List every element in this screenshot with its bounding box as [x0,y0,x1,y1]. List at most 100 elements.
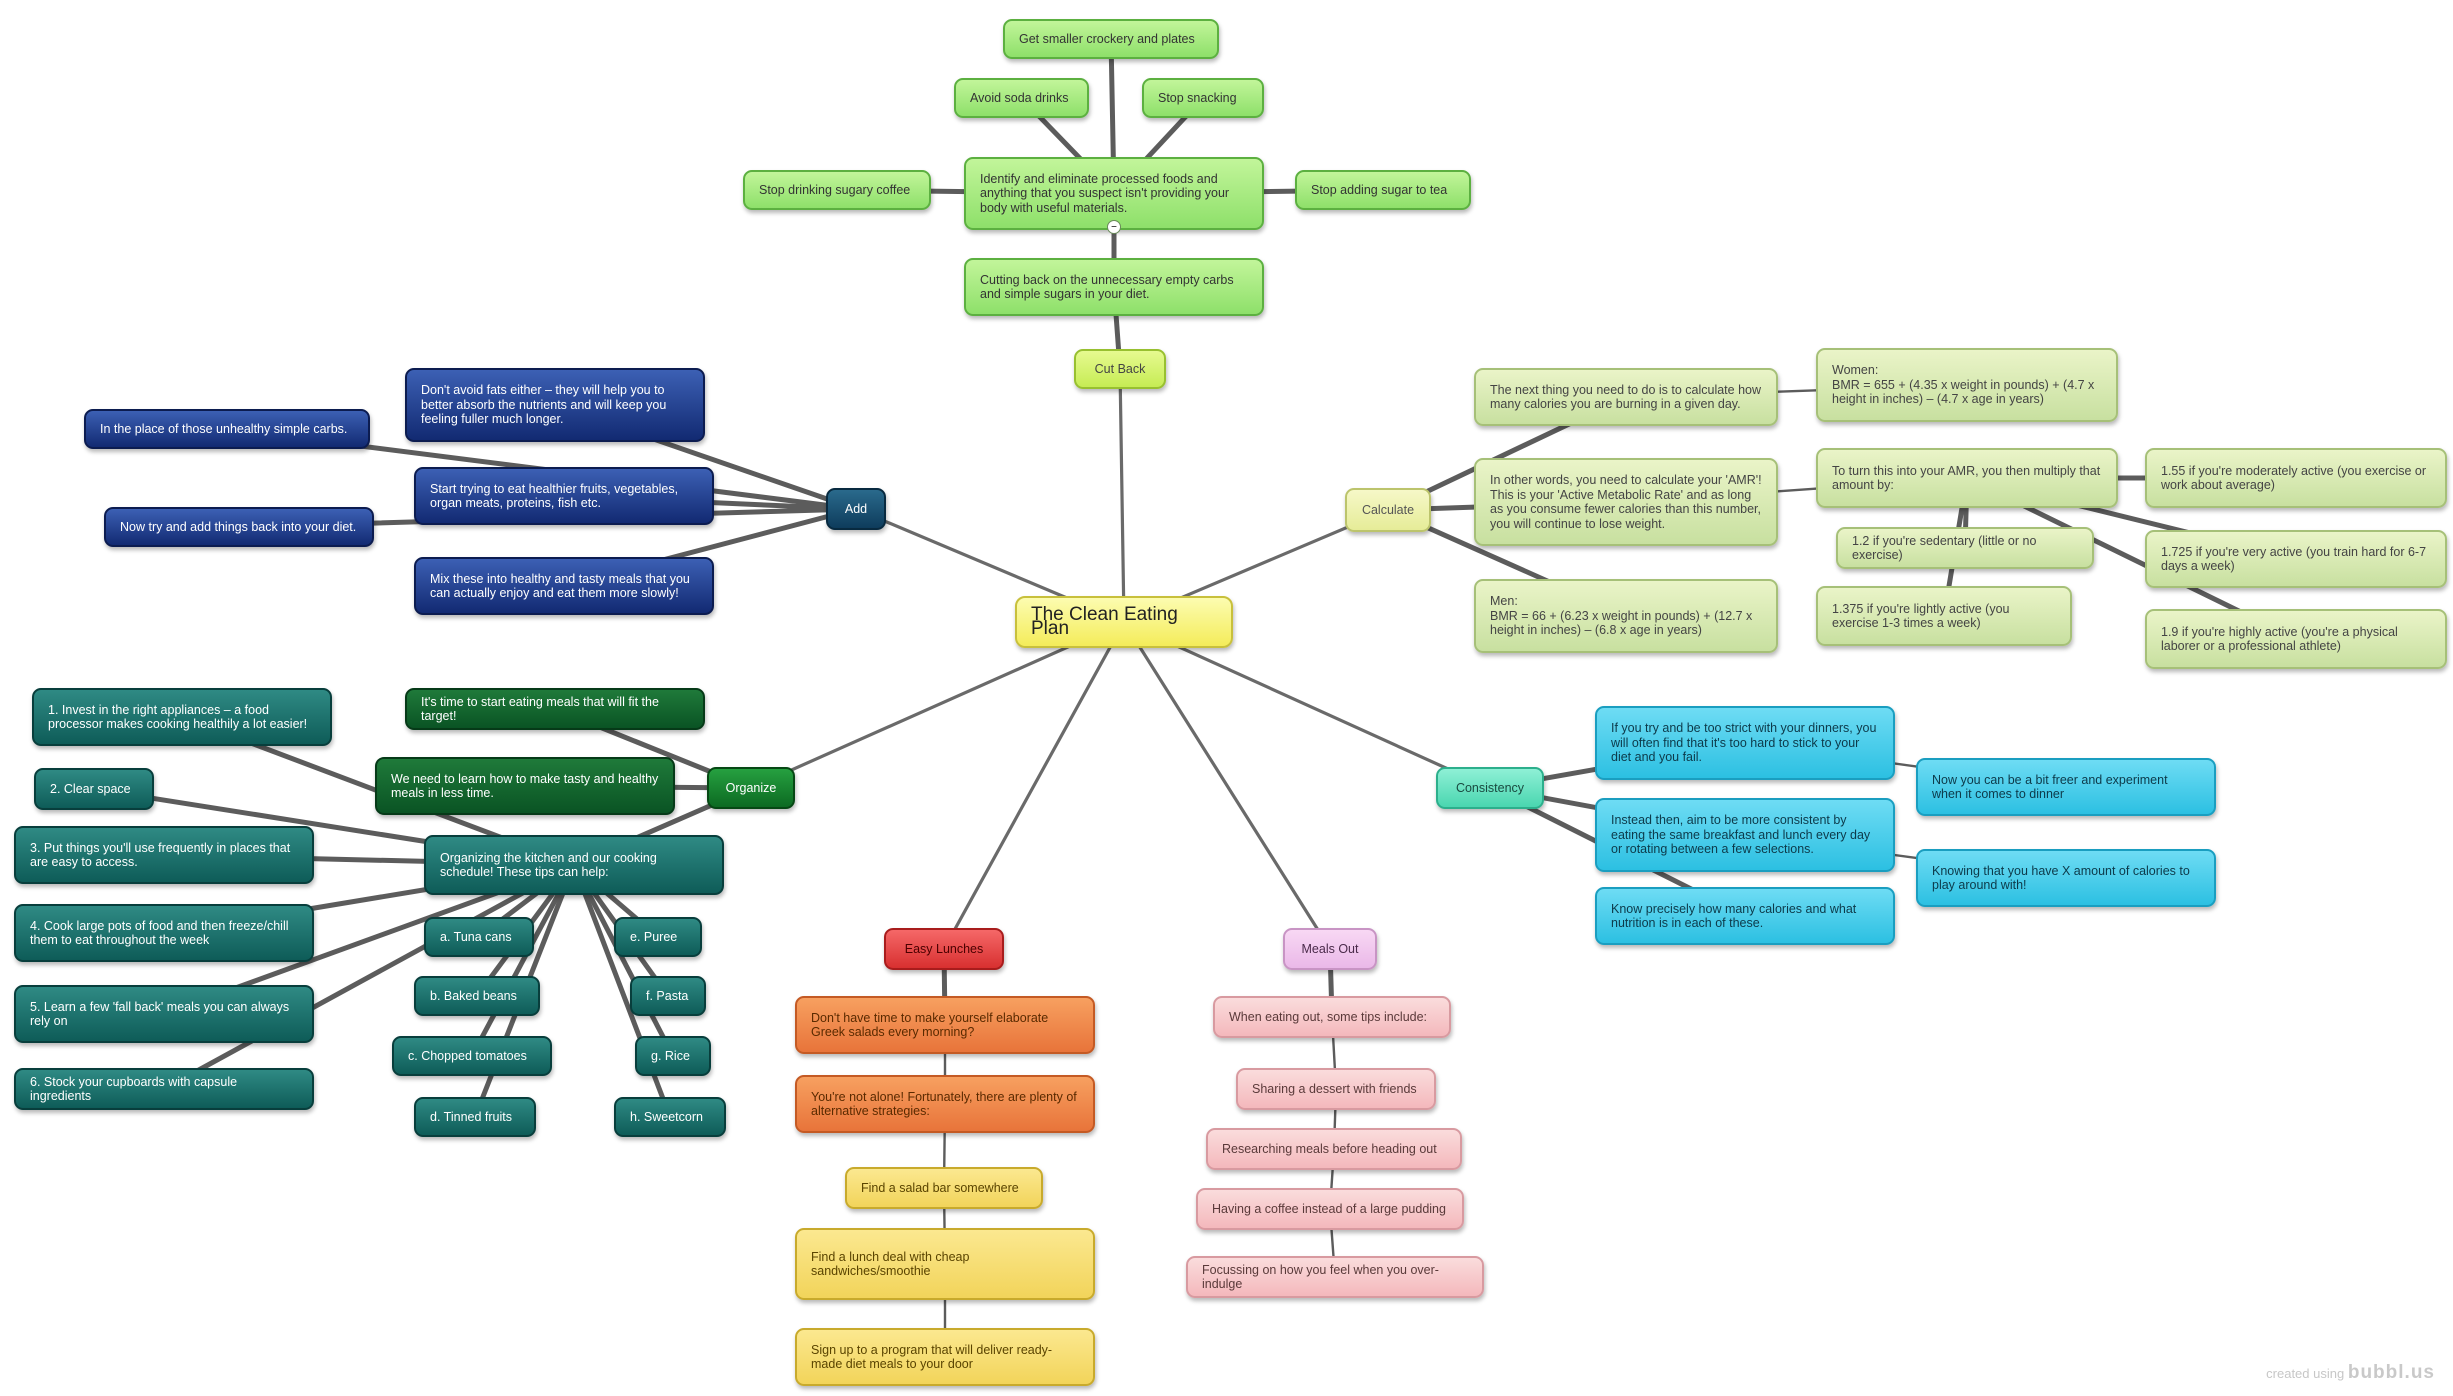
node-text: Know precisely how many calories and wha… [1611,901,1857,931]
consistency-node[interactable]: If you try and be too strict with your d… [1595,706,1895,780]
add-node[interactable]: Now try and add things back into your di… [104,507,374,547]
organize-node[interactable]: h. Sweetcorn [614,1097,726,1137]
branch-label: Consistency [1455,780,1525,795]
node-text: 3. Put things you'll use frequently in p… [30,840,291,870]
node-text: Men: BMR = 66 + (6.23 x weight in pounds… [1490,594,1753,638]
meals-out-node[interactable]: When eating out, some tips include: [1213,996,1451,1038]
node-text: f. Pasta [646,988,689,1003]
organize-node[interactable]: 5. Learn a few 'fall back' meals you can… [14,985,314,1043]
node-text: Researching meals before heading out [1222,1141,1437,1156]
node-text: 1. Invest in the right appliances – a fo… [48,702,308,732]
calculate-node[interactable]: 1.55 if you're moderately active (you ex… [2145,448,2447,508]
organize-node[interactable]: It's time to start eating meals that wil… [405,688,705,730]
consistency-node[interactable]: Instead then, aim to be more consistent … [1595,798,1895,872]
cut-back-node[interactable]: Get smaller crockery and plates [1003,19,1219,59]
node-text: d. Tinned fruits [430,1109,512,1124]
branch-calculate[interactable]: Calculate [1345,488,1431,532]
node-text: Cutting back on the unnecessary empty ca… [980,272,1234,302]
connector-line [469,862,577,1059]
organize-node[interactable]: 2. Clear space [34,768,154,810]
calculate-node[interactable]: To turn this into your AMR, you then mul… [1816,448,2118,508]
easy-lunches-node[interactable]: You're not alone! Fortunately, there are… [795,1075,1095,1133]
organize-node[interactable]: c. Chopped tomatoes [392,1036,552,1076]
meals-out-node[interactable]: Sharing a dessert with friends [1236,1068,1436,1110]
easy-lunches-node[interactable]: Find a salad bar somewhere [845,1167,1043,1209]
collapse-icon[interactable]: – [1107,220,1121,234]
organize-node[interactable]: b. Baked beans [414,976,540,1016]
easy-lunches-node[interactable]: Don't have time to make yourself elabora… [795,996,1095,1054]
organize-node[interactable]: e. Puree [614,917,702,957]
node-text: Now try and add things back into your di… [120,519,357,534]
cut-back-node[interactable]: Stop snacking [1142,78,1264,118]
connector-line [571,862,676,1059]
branch-label: Cut Back [1094,361,1146,376]
node-text: You're not alone! Fortunately, there are… [811,1089,1077,1119]
calculate-node[interactable]: 1.2 if you're sedentary (little or no ex… [1836,527,2094,569]
node-text: 1.375 if you're lightly active (you exer… [1832,601,2010,631]
organize-node[interactable]: 3. Put things you'll use frequently in p… [14,826,314,884]
calculate-node[interactable]: 1.375 if you're lightly active (you exer… [1816,586,2072,646]
connector-line [161,862,577,1092]
node-text: Don't have time to make yourself elabora… [811,1010,1049,1040]
easy-lunches-node[interactable]: Find a lunch deal with cheap sandwiches/… [795,1228,1095,1300]
center-node[interactable]: The Clean Eating Plan [1015,596,1233,648]
meals-out-node[interactable]: Researching meals before heading out [1206,1128,1462,1170]
organize-node[interactable]: f. Pasta [630,976,706,1016]
organize-node[interactable]: 1. Invest in the right appliances – a fo… [32,688,332,746]
node-text: Avoid soda drinks [970,90,1069,105]
organize-node[interactable]: d. Tinned fruits [414,1097,536,1137]
organize-node[interactable]: 6. Stock your cupboards with capsule ing… [14,1068,314,1110]
branch-add[interactable]: Add [826,488,886,530]
branch-consistency[interactable]: Consistency [1436,767,1544,809]
consistency-node[interactable]: Now you can be a bit freer and experimen… [1916,758,2216,816]
branch-cut-back[interactable]: Cut Back [1074,349,1166,389]
organize-node[interactable]: 4. Cook large pots of food and then free… [14,904,314,962]
node-text: Women: BMR = 655 + (4.35 x weight in pou… [1832,363,2095,407]
add-node[interactable]: Don't avoid fats either – they will help… [405,368,705,442]
node-text: We need to learn how to make tasty and h… [391,771,659,801]
node-text: 1.55 if you're moderately active (you ex… [2161,463,2427,493]
calculate-node[interactable]: Men: BMR = 66 + (6.23 x weight in pounds… [1474,579,1778,653]
meals-out-node[interactable]: Having a coffee instead of a large puddi… [1196,1188,1464,1230]
cut-back-node[interactable]: Stop adding sugar to tea [1295,170,1471,210]
cut-back-node[interactable]: Stop drinking sugary coffee [743,170,931,210]
calculate-node[interactable]: 1.725 if you're very active (you train h… [2145,530,2447,588]
easy-lunches-node[interactable]: Sign up to a program that will deliver r… [795,1328,1095,1386]
organize-node[interactable]: g. Rice [635,1036,711,1076]
credit-brand: bubbl.us [2347,1362,2435,1383]
node-text: Focussing on how you feel when you over-… [1202,1262,1439,1292]
node-text: Instead then, aim to be more consistent … [1611,813,1871,857]
node-text: e. Puree [630,929,678,944]
connector-line [942,620,1126,951]
cut-back-node[interactable]: Avoid soda drinks [954,78,1089,118]
node-text: g. Rice [651,1048,690,1063]
node-text: a. Tuna cans [440,929,512,944]
node-text: Find a salad bar somewhere [861,1180,1019,1195]
connector-line [1122,620,1332,951]
calculate-node[interactable]: In other words, you need to calculate yo… [1474,458,1778,546]
cut-back-node[interactable]: Cutting back on the unnecessary empty ca… [964,258,1264,316]
calculate-node[interactable]: 1.9 if you're highly active (you're a ph… [2145,609,2447,669]
consistency-node[interactable]: Know precisely how many calories and wha… [1595,887,1895,945]
credit: created using bubbl.us [2266,1362,2435,1384]
node-text: In other words, you need to calculate yo… [1490,473,1762,531]
calculate-node[interactable]: Women: BMR = 655 + (4.35 x weight in pou… [1816,348,2118,422]
connector-line [749,620,1126,790]
add-node[interactable]: In the place of those unhealthy simple c… [84,409,370,449]
calculate-node[interactable]: The next thing you need to do is to calc… [1474,368,1778,426]
node-text: Sharing a dessert with friends [1252,1081,1417,1096]
branch-label: Calculate [1361,502,1415,517]
organize-node[interactable]: Organizing the kitchen and our cooking s… [424,835,724,895]
node-text: In the place of those unhealthy simple c… [100,421,348,436]
consistency-node[interactable]: Knowing that you have X amount of calori… [1916,849,2216,907]
meals-out-node[interactable]: Focussing on how you feel when you over-… [1186,1256,1484,1298]
branch-meals-out[interactable]: Meals Out [1283,928,1377,970]
add-node[interactable]: Mix these into healthy and tasty meals t… [414,557,714,615]
organize-node[interactable]: a. Tuna cans [424,917,534,957]
add-node[interactable]: Start trying to eat healthier fruits, ve… [414,467,714,525]
branch-easy-lunches[interactable]: Easy Lunches [884,928,1004,970]
organize-node[interactable]: We need to learn how to make tasty and h… [375,757,675,815]
branch-organize[interactable]: Organize [707,767,795,809]
node-text: Knowing that you have X amount of calori… [1932,863,2190,893]
connector-line [1118,367,1126,624]
